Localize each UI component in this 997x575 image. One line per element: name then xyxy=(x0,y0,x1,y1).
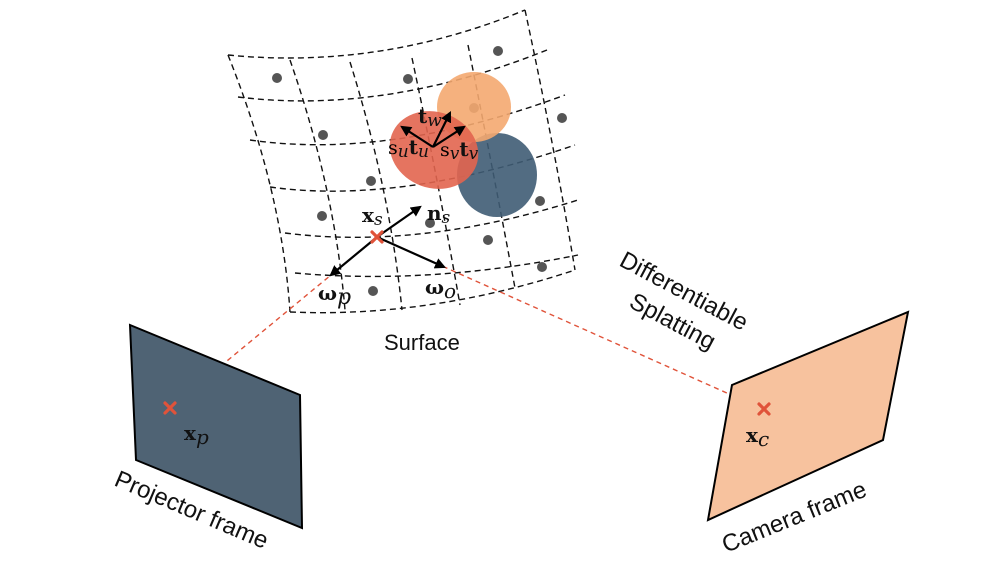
surface-dot xyxy=(318,130,328,140)
label-part: n xyxy=(427,201,442,225)
tangent-labels: tw sutu svtv xyxy=(388,104,479,164)
label-tw: tw xyxy=(418,104,442,131)
tangent-frame xyxy=(400,111,466,148)
label-part: u xyxy=(418,142,429,162)
surface-dot xyxy=(272,73,282,83)
label-part: s xyxy=(440,139,450,161)
label-part: s xyxy=(442,208,451,228)
projector-frame xyxy=(128,323,304,530)
surface-vectors xyxy=(329,205,447,277)
label-part: x xyxy=(184,421,197,445)
label-svtv: svtv xyxy=(440,137,479,164)
surface-dot xyxy=(557,113,567,123)
surface-dot xyxy=(537,262,547,272)
surface-dot xyxy=(425,218,435,228)
surface-dot xyxy=(535,196,545,206)
label-part: p xyxy=(337,285,351,310)
surface-dot xyxy=(317,211,327,221)
surface-dot xyxy=(403,74,413,84)
label-sutu: sutu xyxy=(388,135,429,162)
surface-dot xyxy=(483,235,493,245)
label-xc: xc xyxy=(746,423,769,451)
label-part: u xyxy=(398,142,409,162)
camera-frame xyxy=(706,310,910,522)
label-omega-p: ωp xyxy=(318,281,351,310)
label-xs: xs xyxy=(362,203,383,230)
rays xyxy=(169,236,766,411)
label-ns: ns xyxy=(427,201,451,228)
label-part: t xyxy=(418,104,428,128)
label-part: ω xyxy=(425,275,444,299)
label-part: p xyxy=(196,425,209,449)
surface-label: Surface xyxy=(384,330,460,355)
projector-point-marker xyxy=(163,401,177,415)
label-part: x xyxy=(746,423,759,447)
label-part: w xyxy=(427,111,442,131)
label-part: t xyxy=(459,137,469,161)
label-omega-o: ωo xyxy=(425,275,456,303)
label-part: c xyxy=(758,427,769,451)
label-part: ω xyxy=(318,281,337,305)
label-part: v xyxy=(450,144,460,164)
label-xp: xp xyxy=(184,421,209,449)
label-part: s xyxy=(388,137,398,159)
normal-vector xyxy=(376,205,422,238)
surface-math-labels: xs ns ωp ωo xyxy=(318,201,456,310)
omega-p-vector xyxy=(329,236,378,277)
label-part: v xyxy=(469,144,479,164)
label-part: s xyxy=(374,210,383,230)
label-part: x xyxy=(362,203,375,227)
surface-dot xyxy=(368,286,378,296)
camera-ray xyxy=(376,236,766,411)
surface-point-marker xyxy=(370,230,384,244)
surface-dot xyxy=(493,46,503,56)
omega-o-vector xyxy=(376,235,447,269)
camera-point-marker xyxy=(757,402,771,416)
splatting-label: Differentiable Splatting xyxy=(615,246,752,355)
label-part: t xyxy=(409,135,419,159)
surface-dot xyxy=(366,176,376,186)
label-part: o xyxy=(444,279,456,303)
